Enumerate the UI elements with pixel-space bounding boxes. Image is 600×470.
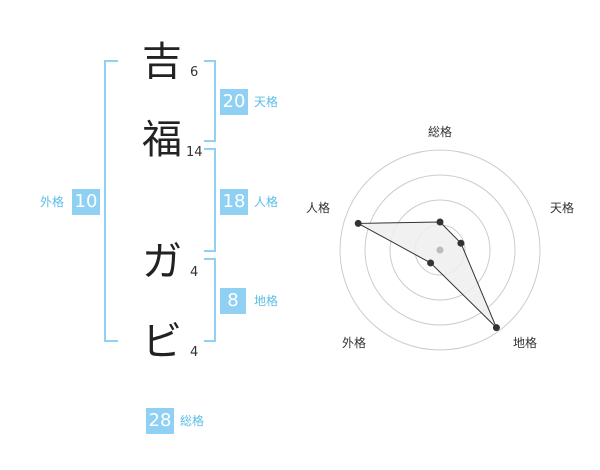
radar-polygon bbox=[356, 221, 497, 329]
name-char-3: ガ bbox=[142, 239, 182, 285]
radar-ring-3 bbox=[364, 174, 516, 326]
stroke-count-3: 4 bbox=[190, 265, 199, 280]
stroke-count-4: 4 bbox=[190, 345, 199, 360]
tenkaku-label: 天格 bbox=[254, 95, 279, 109]
radar-axis-label-2: 天格 bbox=[550, 200, 574, 215]
name-char-4: ビ bbox=[142, 319, 182, 365]
name-char-2: 福 bbox=[142, 117, 182, 163]
jinkaku-value: 18 bbox=[220, 189, 248, 215]
radar-axis-label-3: 地格 bbox=[513, 335, 537, 350]
gaikaku-value: 10 bbox=[72, 189, 100, 215]
radar-ring-2 bbox=[389, 199, 491, 301]
soukaku-value: 28 bbox=[146, 408, 174, 434]
soukaku-label: 総格 bbox=[180, 414, 205, 428]
radar-point-5 bbox=[354, 219, 362, 227]
chikaku-label: 地格 bbox=[254, 294, 279, 308]
chikaku-bracket bbox=[204, 258, 216, 342]
radar-point-4 bbox=[427, 259, 435, 267]
jinkaku-bracket bbox=[204, 148, 216, 252]
radar-axis-label-5: 人格 bbox=[306, 200, 330, 215]
radar-axis-label-1: 総格 bbox=[428, 124, 452, 139]
radar-axis-label-4: 外格 bbox=[342, 335, 366, 350]
gaikaku-bracket bbox=[104, 60, 118, 342]
gaikaku-label: 外格 bbox=[40, 195, 65, 209]
jinkaku-label: 人格 bbox=[254, 195, 279, 209]
radar-point-1 bbox=[436, 218, 444, 226]
name-char-1: 吉 bbox=[142, 39, 182, 85]
stroke-count-1: 6 bbox=[190, 65, 199, 80]
radar-center bbox=[436, 246, 444, 254]
chikaku-value: 8 bbox=[220, 288, 246, 314]
radar-point-3 bbox=[492, 324, 500, 332]
radar-ring-4 bbox=[339, 149, 541, 351]
radar-point-2 bbox=[457, 239, 465, 247]
tenkaku-value: 20 bbox=[220, 89, 248, 115]
stroke-count-2: 14 bbox=[186, 145, 203, 160]
tenkaku-bracket bbox=[204, 60, 216, 142]
